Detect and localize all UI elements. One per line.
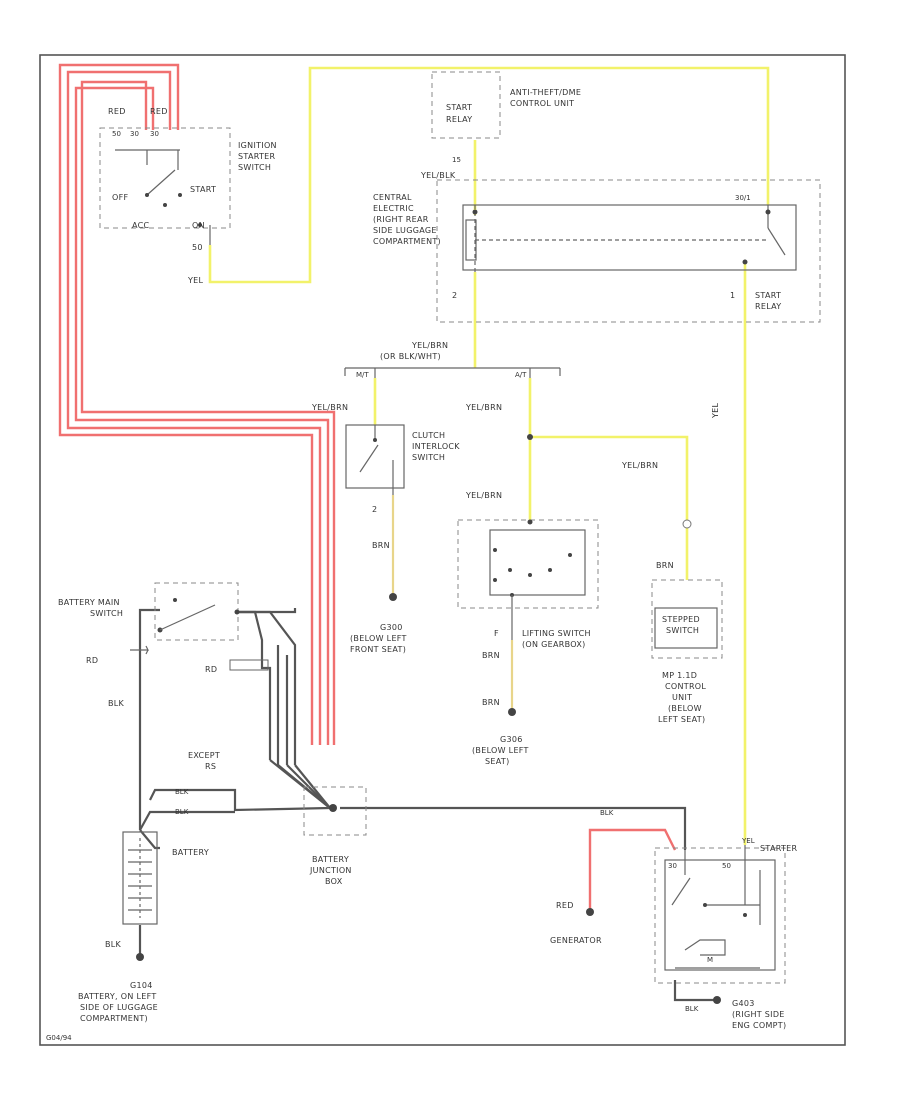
label-blk-starter: BLK [600, 809, 614, 817]
label-red-2: RED [150, 107, 168, 116]
label-pin2: 2 [452, 291, 457, 300]
black-wires [138, 608, 715, 1002]
yellow-wires [208, 66, 770, 845]
diagram-frame [39, 54, 846, 1046]
clutch-interlock-switch [345, 424, 405, 495]
label-yel-brn-1: YEL/BRN [311, 403, 348, 412]
starter [654, 845, 786, 984]
label-junction-box: BATTERY JUNCTION BOX [309, 855, 355, 886]
label-at: A/T [515, 371, 527, 379]
label-pin-2b: 2 [372, 505, 377, 514]
label-t50-a: 50 [112, 130, 121, 138]
label-ignition-switch: IGNITION STARTER SWITCH [238, 141, 280, 172]
label-g403: G403 (RIGHT SIDE ENG COMPT) [732, 999, 787, 1030]
label-yel-blk: YEL/BLK [420, 171, 456, 180]
label-blk-1: BLK [175, 788, 189, 796]
figure-code: G04/94 [46, 1034, 72, 1042]
label-blk-g403: BLK [685, 1005, 699, 1013]
label-m: M [707, 956, 713, 964]
label-t30-starter: 30 [668, 862, 677, 870]
battery-main-switch [130, 582, 269, 671]
label-rd-1: RD [86, 656, 98, 665]
ground-g104 [136, 953, 144, 961]
splice-bar [344, 367, 561, 378]
label-yel-right: YEL [711, 402, 720, 419]
label-red-generator: RED [556, 901, 574, 910]
red-cable [58, 63, 336, 745]
ignition-starter-switch [99, 127, 231, 245]
label-on: ON [192, 221, 205, 230]
label-except-rs: EXCEPT RS [188, 751, 223, 771]
label-generator: GENERATOR [550, 936, 602, 945]
label-t50-b: 50 [192, 243, 203, 252]
label-brn-1: BRN [372, 541, 390, 550]
label-off: OFF [112, 193, 128, 202]
label-lifting-switch: LIFTING SWITCH (ON GEARBOX) [522, 629, 594, 649]
label-start: START [190, 185, 216, 194]
splice-dot [527, 434, 533, 440]
label-pin-f: F [494, 629, 499, 638]
label-blk-vertical: BLK [108, 699, 125, 708]
label-clutch-switch: CLUTCH INTERLOCK SWITCH [412, 431, 463, 462]
label-battery-main-switch: BATTERY MAIN SWITCH [58, 598, 123, 618]
label-g306: G306 (BELOW LEFT SEAT) [472, 735, 532, 766]
label-g104: G104 BATTERY, ON LEFT SIDE OF LUGGAGE CO… [78, 981, 161, 1023]
ground-g306 [508, 708, 516, 716]
label-brn-4: BRN [656, 561, 674, 570]
label-anti-theft: ANTI-THEFT/DME CONTROL UNIT [510, 88, 584, 108]
label-rd-2: RD [205, 665, 217, 674]
start-relay-top [431, 71, 501, 139]
generator-terminal [586, 908, 594, 916]
battery-junction-box [303, 786, 367, 836]
label-t15: 15 [452, 156, 461, 164]
label-mt: M/T [356, 371, 369, 379]
label-yel-brn-4: YEL/BRN [465, 491, 502, 500]
stepped-switch [651, 519, 723, 659]
label-start-relay-top: START RELAY [446, 103, 475, 124]
label-starter: STARTER [760, 844, 798, 853]
central-electric-box [436, 179, 821, 323]
label-t30-relay: 30/1 [735, 194, 751, 202]
generator-red-wire [588, 828, 677, 910]
label-mp-control-unit: MP 1.1D CONTROL UNIT (BELOW LEFT SEAT) [658, 671, 709, 724]
label-battery: BATTERY [172, 848, 209, 857]
label-t30-a: 30 [130, 130, 139, 138]
ground-g300 [389, 593, 397, 601]
label-start-relay: START RELAY [755, 291, 784, 311]
label-yel-brn-3: YEL/BRN [621, 461, 658, 470]
brown-wires [391, 495, 514, 710]
label-g300: G300 (BELOW LEFT FRONT SEAT) [350, 623, 410, 654]
label-brn-2: BRN [482, 651, 500, 660]
label-yel-starter: YEL [741, 837, 755, 845]
label-t30-b: 30 [150, 130, 159, 138]
ground-g403 [713, 996, 721, 1004]
label-brn-3: BRN [482, 698, 500, 707]
label-yel-brn-or-blk: YEL/BRN (OR BLK/WHT) [380, 341, 451, 361]
label-yel-ign: YEL [187, 276, 204, 285]
label-acc: ACC [132, 221, 150, 230]
lifting-switch [457, 519, 599, 640]
label-red-1: RED [108, 107, 126, 116]
label-central-electric: CENTRAL ELECTRIC (RIGHT REAR SIDE LUGGAG… [373, 193, 441, 246]
label-pin1: 1 [730, 291, 735, 300]
battery [122, 831, 158, 925]
label-blk-bottom: BLK [105, 940, 122, 949]
label-t50-starter: 50 [722, 862, 731, 870]
label-blk-2: BLK [175, 808, 189, 816]
label-yel-brn-2: YEL/BRN [465, 403, 502, 412]
label-stepped-switch: STEPPED SWITCH [662, 615, 703, 635]
